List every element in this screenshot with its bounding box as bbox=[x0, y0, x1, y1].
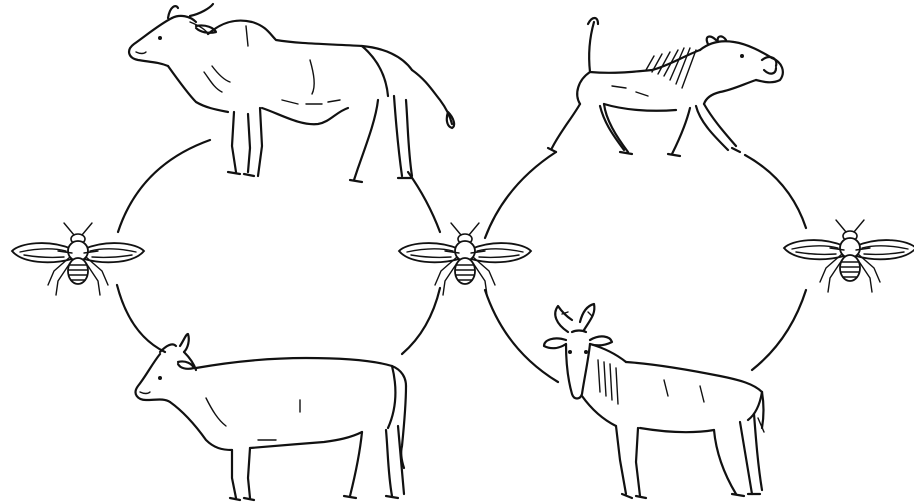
cow-icon bbox=[136, 334, 406, 500]
arc-zebu-to-center-fly bbox=[408, 172, 440, 232]
arc-center-fly-to-cow bbox=[402, 288, 440, 354]
arc-left-fly-to-cow bbox=[117, 285, 165, 352]
tsetse-fly-icon bbox=[399, 223, 531, 295]
arc-right-fly-to-hartebeest bbox=[752, 290, 806, 370]
tsetse-fly-icon bbox=[12, 223, 144, 295]
arc-center-fly-to-hartebeest bbox=[485, 290, 558, 382]
tsetse-fly-icon bbox=[784, 220, 914, 292]
arc-warthog-to-center-fly bbox=[485, 152, 556, 238]
warthog-icon bbox=[548, 18, 783, 156]
arc-warthog-to-right-fly bbox=[745, 155, 806, 228]
arc-zebu-to-left-fly bbox=[118, 140, 210, 232]
hartebeest-icon bbox=[544, 304, 764, 498]
